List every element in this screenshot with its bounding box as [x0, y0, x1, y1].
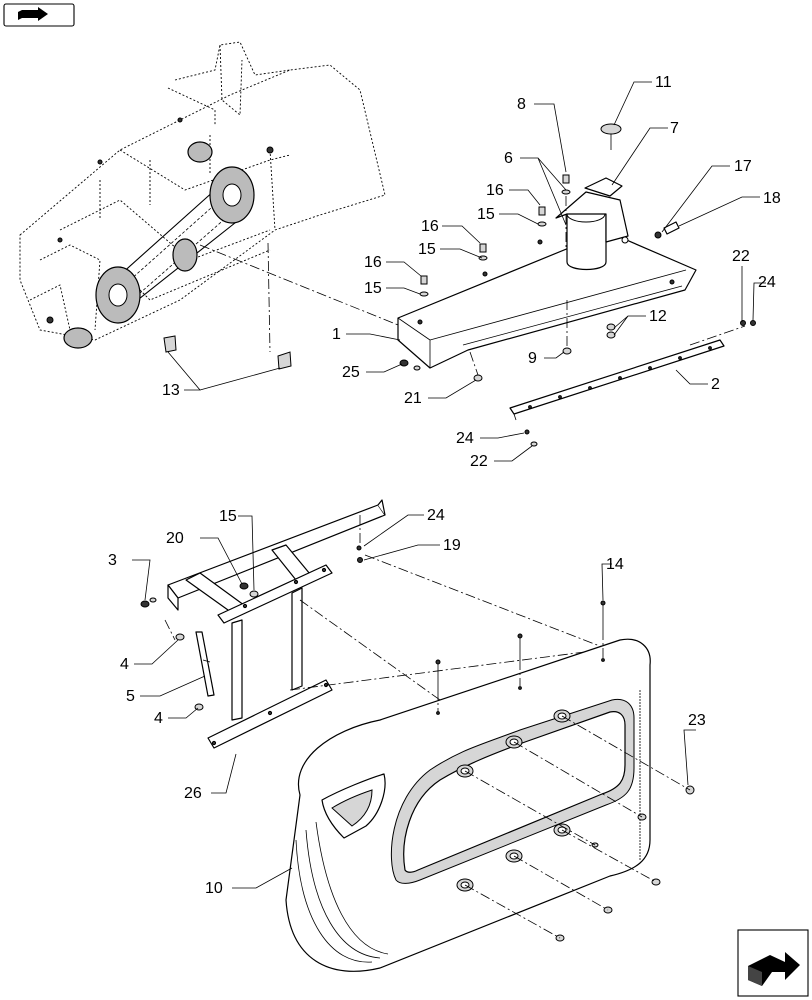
book-arrow-icon[interactable]	[3, 3, 75, 27]
callout-25: 25	[342, 364, 360, 381]
callout-4a: 4	[120, 656, 129, 673]
callout-15d: 15	[219, 508, 237, 525]
upper-hardware	[399, 123, 756, 447]
callout-15c: 15	[364, 280, 382, 297]
callout-22a: 22	[732, 248, 750, 265]
callout-15b: 15	[418, 241, 436, 258]
callout-23: 23	[688, 712, 706, 729]
belt-guard-10	[285, 600, 695, 972]
callout-6: 6	[504, 150, 513, 167]
gas-strut-5	[195, 631, 215, 697]
callout-1: 1	[332, 326, 341, 343]
upper-shield-1	[397, 177, 697, 369]
callout-7: 7	[670, 120, 679, 137]
callout-13: 13	[162, 382, 180, 399]
callout-5: 5	[126, 688, 135, 705]
knob-11	[600, 123, 622, 135]
callout-labels: 11 7 8 6 16 15 16 15 16 15 17 18 22 24 1…	[108, 74, 781, 897]
callout-2: 2	[711, 376, 720, 393]
next-page-arrow-icon[interactable]	[737, 929, 809, 997]
callout-22b: 22	[470, 453, 488, 470]
callout-14: 14	[606, 556, 624, 573]
callout-16c: 16	[364, 254, 382, 271]
callout-10: 10	[205, 880, 223, 897]
callout-16b: 16	[421, 218, 439, 235]
strip-2	[509, 339, 725, 421]
callout-4b: 4	[154, 710, 163, 727]
callout-8: 8	[517, 96, 526, 113]
callout-24a: 24	[758, 274, 776, 291]
support-bracket-26	[140, 499, 386, 749]
callout-21: 21	[404, 390, 422, 407]
callout-12: 12	[649, 308, 667, 325]
callout-16a: 16	[486, 182, 504, 199]
leader-lines	[132, 81, 766, 889]
callout-20: 20	[166, 530, 184, 547]
callout-24b: 24	[456, 430, 474, 447]
callout-24c: 24	[427, 507, 445, 524]
machine-assembly	[19, 41, 386, 370]
callout-17: 17	[734, 158, 752, 175]
callout-15a: 15	[477, 206, 495, 223]
bracket-13-right	[277, 351, 292, 370]
callout-19: 19	[443, 537, 461, 554]
callout-26: 26	[184, 785, 202, 802]
callout-18: 18	[763, 190, 781, 207]
bracket-13-left	[163, 335, 177, 353]
callout-11: 11	[655, 74, 672, 91]
callout-3: 3	[108, 552, 117, 569]
callout-9: 9	[528, 350, 537, 367]
